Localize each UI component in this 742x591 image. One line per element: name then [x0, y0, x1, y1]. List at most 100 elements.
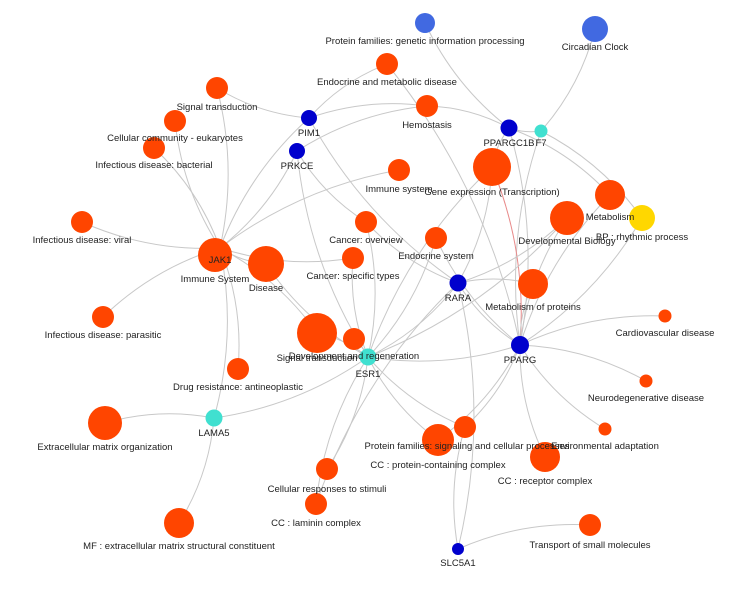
node-immune-system-small[interactable]: [388, 159, 410, 181]
node-pparg[interactable]: [511, 336, 529, 354]
label-development-and-regeneration: Development and regeneration: [289, 351, 419, 362]
node-transport-of-small-molecules[interactable]: [579, 514, 601, 536]
label-immune-system: Immune System: [181, 274, 250, 285]
node-protein-families-signaling-and-cellular-processes[interactable]: [422, 424, 454, 456]
edge-signal-transduction-jak1: [216, 87, 229, 249]
edge-pparg-environmental-adaptation: [519, 344, 606, 430]
label-metabolism-of-proteins: Metabolism of proteins: [485, 302, 581, 313]
node-hemostasis[interactable]: [416, 95, 438, 117]
label-cardiovascular-disease: Cardiovascular disease: [616, 328, 715, 339]
node-drug-resistance-antineoplastic[interactable]: [227, 358, 249, 380]
node-rara[interactable]: [449, 274, 467, 292]
label-pparg: PPARG: [504, 355, 537, 366]
node-layer: [71, 13, 672, 555]
label-hemostasis: Hemostasis: [402, 120, 452, 131]
label-cellular-community-eukaryotes: Cellular community - eukaryotes: [107, 133, 243, 144]
label-cc-laminin-complex: CC : laminin complex: [271, 518, 361, 529]
node-endocrine-and-metabolic-disease[interactable]: [376, 53, 398, 75]
node-esr1[interactable]: [359, 348, 377, 366]
label-bp-rhythmic-process: BP : rhythmic process: [596, 232, 688, 243]
label-ppargc1b: PPARGC1B: [483, 138, 534, 149]
label-protein-families-signaling-and-cellular-processes: Protein families: signaling and cellular…: [365, 441, 570, 452]
node-gene-expression-transcription[interactable]: [473, 148, 511, 186]
edge-pim1-rara: [308, 117, 459, 284]
label-immune-system-small: Immune system: [365, 184, 432, 195]
label-rara: RARA: [445, 293, 472, 304]
label-transport-of-small-molecules: Transport of small molecules: [529, 540, 650, 551]
node-immune-system[interactable]: [198, 238, 232, 272]
node-infectious-disease-bacterial[interactable]: [143, 137, 165, 159]
node-signal-transduction-2[interactable]: [297, 313, 337, 353]
node-endocrine-system[interactable]: [425, 227, 447, 249]
node-signal-transduction[interactable]: [206, 77, 228, 99]
edge-cc-laminin-complex-esr1: [315, 356, 369, 505]
node-cc-laminin-complex[interactable]: [305, 493, 327, 515]
label-metabolism: Metabolism: [586, 212, 635, 223]
node-bp-rhythmic-process[interactable]: [629, 205, 655, 231]
node-developmental-biology[interactable]: [550, 201, 584, 235]
label-endocrine-and-metabolic-disease: Endocrine and metabolic disease: [317, 77, 457, 88]
label-endocrine-system: Endocrine system: [398, 251, 474, 262]
node-lama5[interactable]: [205, 409, 223, 427]
node-cc-receptor-complex[interactable]: [530, 442, 560, 472]
node-infectious-disease-viral[interactable]: [71, 211, 93, 233]
label-esr1: ESR1: [356, 369, 381, 380]
node-metabolism-of-proteins[interactable]: [518, 269, 548, 299]
node-cancer-overview[interactable]: [355, 211, 377, 233]
node-infectious-disease-parasitic[interactable]: [92, 306, 114, 328]
label-cc-receptor-complex: CC : receptor complex: [498, 476, 593, 487]
node-disease[interactable]: [248, 246, 284, 282]
node-mf-extracellular-matrix-structural-constituent[interactable]: [164, 508, 194, 538]
label-circadian-clock: Circadian Clock: [562, 42, 629, 53]
label-protein-families-genetic-information-processing: Protein families: genetic information pr…: [325, 36, 524, 47]
edge-cc-protein-containing-complex-slc5a1: [453, 426, 466, 550]
node-neurodegenerative-disease[interactable]: [639, 374, 653, 388]
node-protein-families-genetic-information-processing[interactable]: [415, 13, 435, 33]
edge-esr1-pparg: [367, 344, 521, 362]
edge-bp-rhythmic-process-pparg: [519, 217, 643, 346]
node-cellular-community-eukaryotes[interactable]: [164, 110, 186, 132]
edge-cancer-overview-esr1: [365, 221, 376, 358]
label-signal-transduction: Signal transduction: [177, 102, 258, 113]
edge-endocrine-and-metabolic-disease-pim1: [308, 63, 388, 119]
edge-prkce-jak1: [219, 150, 298, 249]
node-extracellular-matrix-organization[interactable]: [88, 406, 122, 440]
edge-endocrine-and-metabolic-disease-pparg: [386, 63, 521, 346]
label-gene-expression-transcription: Gene expression (Transcription): [424, 187, 559, 198]
edge-cardiovascular-disease-pparg: [519, 315, 666, 346]
edge-pim1-jak1: [219, 117, 310, 249]
edge-cancer-specific-types-jak1: [219, 247, 354, 263]
label-layer: Protein families: genetic information pr…: [33, 36, 715, 569]
label-infectious-disease-viral: Infectious disease: viral: [33, 235, 132, 246]
node-pim1[interactable]: [301, 110, 317, 126]
label-disease: Disease: [249, 283, 283, 294]
node-environmental-adaptation[interactable]: [598, 422, 612, 436]
node-cancer-specific-types[interactable]: [342, 247, 364, 269]
label-neurodegenerative-disease: Neurodegenerative disease: [588, 393, 704, 404]
label-cc-protein-containing-complex: CC : protein-containing complex: [370, 460, 505, 471]
node-cc-protein-containing-complex[interactable]: [454, 416, 476, 438]
node-cardiovascular-disease[interactable]: [658, 309, 672, 323]
edge-rara-slc5a1: [457, 282, 475, 550]
edge-infectious-disease-bacterial-jak1: [153, 147, 221, 249]
node-slc5a1[interactable]: [452, 543, 464, 555]
node-metabolism[interactable]: [595, 180, 625, 210]
node-prkce[interactable]: [289, 143, 305, 159]
label-infectious-disease-parasitic: Infectious disease: parasitic: [45, 330, 162, 341]
label-infectious-disease-bacterial: Infectious disease: bacterial: [95, 160, 212, 171]
node-ppargc1b[interactable]: [500, 119, 518, 137]
node-f7[interactable]: [534, 124, 548, 138]
label-environmental-adaptation: Environmental adaptation: [551, 441, 659, 452]
node-circadian-clock[interactable]: [582, 16, 608, 42]
edge-prkce-hemostasis: [296, 105, 428, 152]
edge-f7-pparg: [515, 130, 542, 346]
node-development-and-regeneration[interactable]: [343, 328, 365, 350]
edge-f7-bp-rhythmic-process: [540, 130, 643, 219]
edge-esr1-cc-protein-containing-complex: [367, 356, 466, 428]
node-cellular-responses-to-stimuli[interactable]: [316, 458, 338, 480]
edge-cellular-community-eukaryotes-jak1: [174, 120, 221, 249]
label-extracellular-matrix-organization: Extracellular matrix organization: [37, 442, 172, 453]
edge-gene-expression-transcription-esr1: [367, 166, 493, 358]
edge-endocrine-system-esr1: [367, 237, 437, 358]
